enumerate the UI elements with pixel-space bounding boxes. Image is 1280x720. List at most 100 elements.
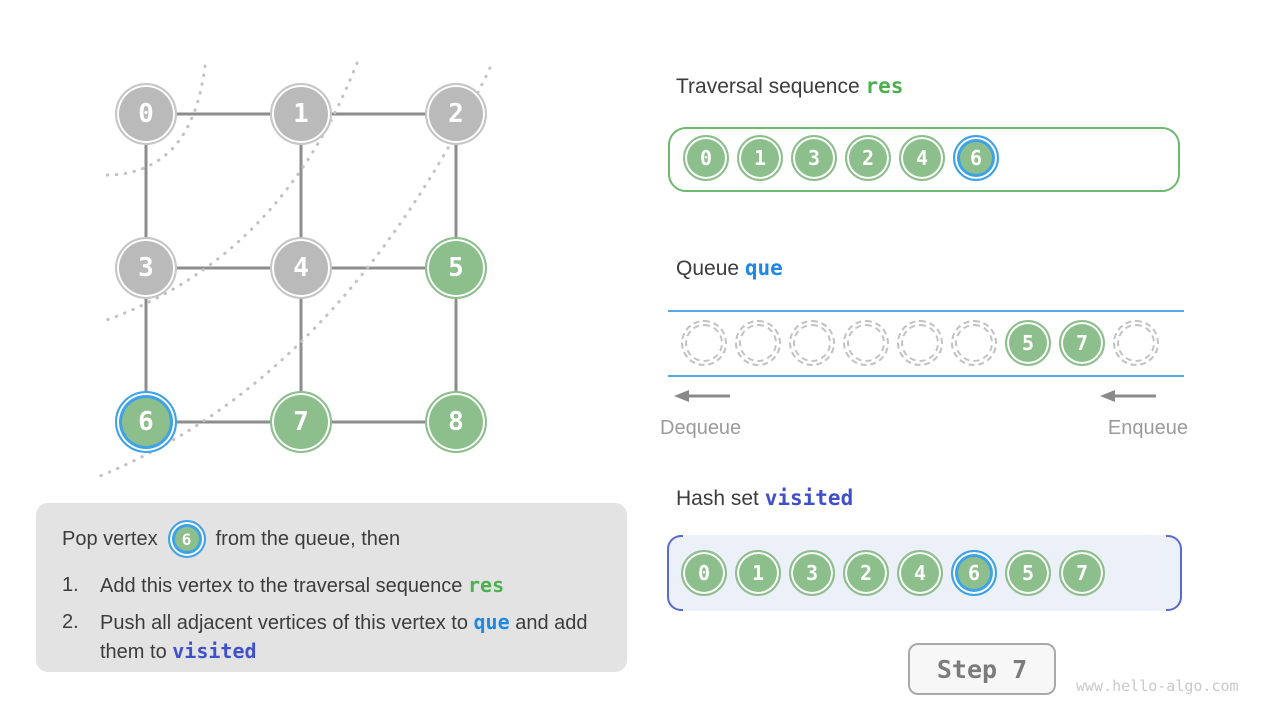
circle-value: 2	[448, 99, 464, 129]
circle-value: 2	[859, 561, 873, 585]
vertex-circle-4: 4	[270, 237, 332, 299]
code-token: que	[473, 610, 510, 634]
circle-value: 6	[967, 561, 981, 585]
instruction-line: Pop vertex 6 from the queue, then	[62, 519, 605, 559]
circle-value: 1	[293, 99, 309, 129]
circle-value: 7	[1075, 331, 1089, 355]
step-text: Add this vertex to the traversal sequenc…	[100, 571, 504, 600]
vertex-circle-0: 0	[681, 550, 727, 596]
dequeue-arrow-icon	[674, 390, 730, 402]
text-segment: Queue	[676, 257, 745, 280]
text-segment: Hash set	[676, 487, 765, 510]
bfs-level-arc	[98, 64, 207, 177]
visited-title: Hash set visited	[676, 486, 853, 511]
res-title: Traversal sequence res	[676, 74, 903, 99]
bfs-level-arcs	[93, 61, 492, 480]
queue-empty-slot	[735, 320, 781, 366]
circle-value: 8	[448, 407, 464, 437]
queue-empty-slot	[681, 320, 727, 366]
circle-value: 4	[293, 253, 309, 283]
instruction-step: 1.Add this vertex to the traversal seque…	[62, 571, 605, 600]
vertex-circle-7: 7	[1059, 320, 1105, 366]
vertex-circle-0: 0	[683, 135, 729, 181]
queue-empty-slot	[1113, 320, 1159, 366]
vertex-circle-4: 4	[899, 135, 945, 181]
res-container: 0 1 3 2 4 6	[668, 127, 1180, 192]
enqueue-label: Enqueue	[1107, 417, 1188, 439]
circle-value: 4	[915, 146, 929, 170]
vertex-circle-7: 7	[1059, 550, 1105, 596]
vertex-circle-1: 1	[735, 550, 781, 596]
circle-value: 5	[448, 253, 464, 283]
text-segment: Push all adjacent vertices of this verte…	[100, 612, 474, 634]
circle-value: 7	[293, 407, 309, 437]
vertex-circle-1: 1	[270, 83, 332, 145]
set-bracket-right	[1166, 535, 1182, 611]
circle-value: 6	[181, 529, 192, 549]
step-button[interactable]: Step 7	[908, 643, 1056, 695]
dequeue-label: Dequeue	[660, 417, 742, 439]
circle-value: 6	[138, 407, 154, 437]
circle-value: 1	[751, 561, 765, 585]
vertex-circle-7: 7	[270, 391, 332, 453]
visited-items: 0 1 3 2 4 6 5 7	[681, 550, 1105, 596]
circle-value: 5	[1021, 561, 1035, 585]
vertex-circle-0: 0	[115, 83, 177, 145]
text-segment: Add this vertex to the traversal sequenc…	[100, 575, 468, 597]
vertex-circle-2: 2	[845, 135, 891, 181]
code-token: que	[744, 256, 783, 280]
queue-bottom-line	[668, 375, 1184, 377]
enqueue-arrow-icon	[1100, 390, 1156, 402]
circle-value: 3	[138, 253, 154, 283]
circle-value: 1	[753, 146, 767, 170]
vertex-circle-8: 8	[425, 391, 487, 453]
instruction-pop-post: from the queue, then	[215, 527, 401, 550]
circle-value: 0	[699, 146, 713, 170]
vertex-circle-3: 3	[115, 237, 177, 299]
vertex-circle-5: 5	[425, 237, 487, 299]
queue-empty-slot	[897, 320, 943, 366]
circle-value: 0	[138, 99, 154, 129]
vertex-circle-6: 6	[953, 135, 999, 181]
code-token: res	[467, 573, 505, 597]
vertex-circle-1: 1	[737, 135, 783, 181]
circle-value: 2	[861, 146, 875, 170]
vertex-circle-5: 5	[1005, 550, 1051, 596]
watermark: www.hello-algo.com	[1076, 677, 1239, 695]
vertex-circle-4: 4	[897, 550, 943, 596]
circle-value: 6	[969, 146, 983, 170]
vertex-circle-6: 6	[951, 550, 997, 596]
text-segment: and add them to	[100, 612, 588, 663]
visited-container: 0 1 3 2 4 6 5 7	[667, 535, 1182, 611]
queue-empty-slot	[951, 320, 997, 366]
graph-vertices: 0 1 2 3 4 5 6 7 8	[0, 0, 640, 500]
queue-title: Queue que	[676, 256, 783, 281]
instruction-pop-pre: Pop vertex	[62, 527, 158, 550]
code-token: visited	[172, 639, 257, 663]
circle-value: 7	[1075, 561, 1089, 585]
vertex-circle-3: 3	[791, 135, 837, 181]
bfs-level-arc	[99, 61, 359, 324]
vertex-circle-3: 3	[789, 550, 835, 596]
instruction-step: 2. Push all adjacent vertices of this ver…	[62, 608, 605, 666]
circle-value: 3	[807, 146, 821, 170]
instruction-steps: 1.Add this vertex to the traversal seque…	[62, 571, 605, 666]
circle-value: 0	[697, 561, 711, 585]
queue-empty-slot	[789, 320, 835, 366]
vertex-circle-6: 6	[115, 391, 177, 453]
text-segment: Traversal sequence	[676, 75, 866, 98]
vertex-circle-2: 2	[843, 550, 889, 596]
step-text: Push all adjacent vertices of this verte…	[100, 608, 590, 666]
list-number: 2.	[62, 611, 79, 633]
circle-value: 4	[913, 561, 927, 585]
code-token: res	[865, 74, 904, 98]
set-bracket-left	[667, 535, 683, 611]
instruction-panel: Pop vertex 6 from the queue, then 1.Add …	[36, 503, 627, 672]
queue-empty-slot	[843, 320, 889, 366]
circle-value: 5	[1021, 331, 1035, 355]
instruction-vertex-circle: 6	[167, 520, 206, 558]
circle-value: 3	[805, 561, 819, 585]
code-token: visited	[764, 486, 854, 510]
